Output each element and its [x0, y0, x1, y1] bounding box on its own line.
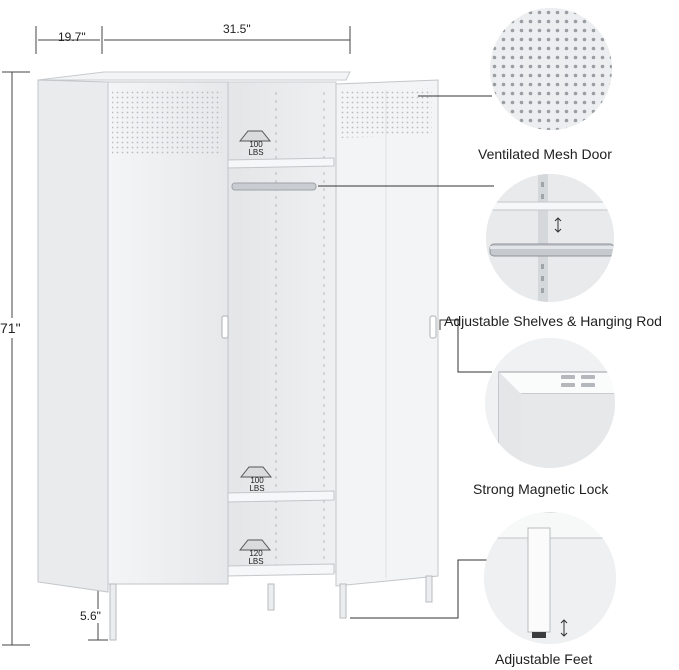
width-dimension-label: 31.5": [223, 22, 251, 36]
middle-shelf-badge: 100 LBS: [242, 477, 272, 493]
badge-unit: LBS: [248, 557, 264, 566]
badge-unit: LBS: [249, 484, 265, 493]
top-shelf-badge: 100 LBS: [241, 141, 271, 157]
magnetic-lock-detail-icon: [485, 338, 615, 468]
cabinet-top: [37, 71, 351, 81]
left-door: [107, 81, 229, 585]
mesh-pattern-icon: [490, 8, 612, 130]
depth-dimension-label: 19.7": [58, 30, 86, 44]
callout-lines: [318, 95, 494, 619]
height-dimension-label: 71": [0, 318, 21, 338]
feature-label-mesh-door: Ventilated Mesh Door: [478, 146, 612, 162]
badge-value: 100: [249, 140, 263, 149]
cabinet-side: [37, 79, 109, 593]
leg-height-dimension-label: 5.6": [80, 609, 101, 623]
badge-unit: LBS: [248, 148, 264, 157]
cabinet-legs: [109, 575, 433, 641]
left-door-handle: [221, 315, 229, 339]
badge-value: 120: [249, 549, 263, 558]
top-shelf: [225, 157, 335, 169]
shelf-badges: [238, 130, 273, 551]
feature-label-magnetic-lock: Strong Magnetic Lock: [473, 481, 609, 497]
mesh-door-detail-image: [490, 8, 612, 130]
bottom-shelf-badge: 120 LBS: [241, 550, 271, 566]
right-door-handle: [429, 315, 437, 339]
badge-value: 100: [250, 476, 264, 485]
magnetic-lock-detail-image: [485, 338, 615, 468]
hanging-rod: [231, 182, 317, 191]
adjustable-shelves-detail-image: [486, 174, 614, 302]
right-door: [335, 79, 439, 587]
feature-label-adjustable-shelves: Adjustable Shelves & Hanging Rod: [444, 313, 662, 329]
adjustable-feet-detail-image: [484, 512, 616, 644]
feature-label-adjustable-feet: Adjustable Feet: [495, 651, 593, 667]
left-door-mesh: [112, 90, 222, 154]
shelf-rod-detail-icon: [486, 174, 614, 302]
adjustable-foot-detail-icon: [484, 512, 616, 644]
